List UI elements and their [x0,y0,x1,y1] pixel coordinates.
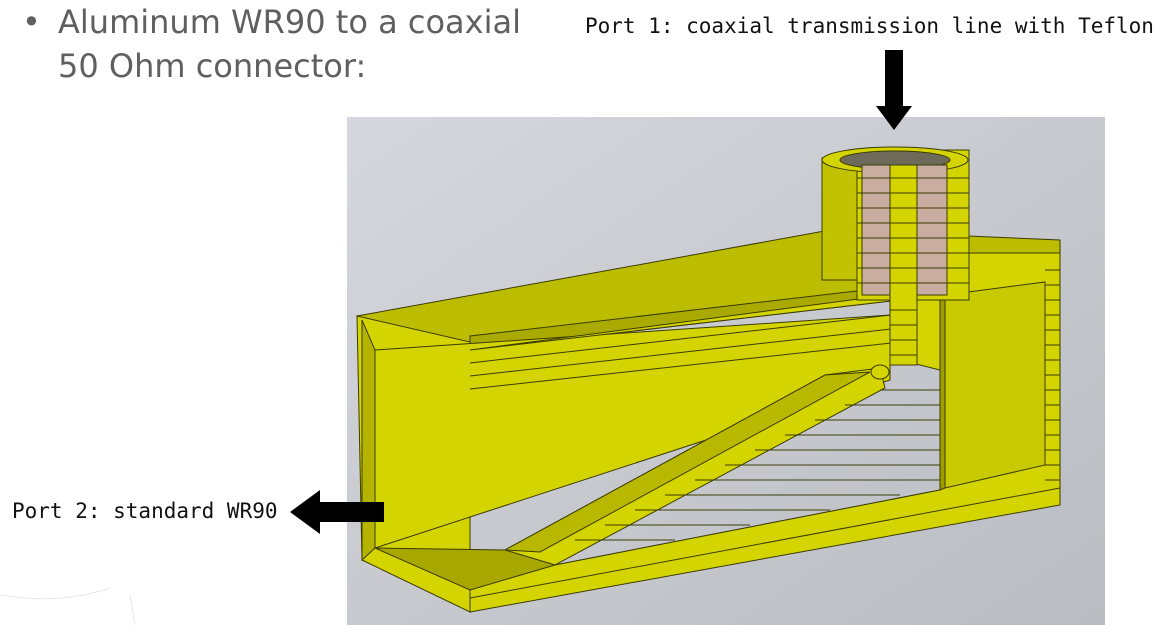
right-cavity [944,281,1046,489]
bullet-line-2: 50 Ohm connector: [58,47,367,85]
port1-label: Port 1: coaxial transmission line with T… [585,14,1154,38]
coax-center-pin [889,164,918,366]
bullet-line-1: Aluminum WR90 to a coaxial [58,3,521,41]
right-cavity-back [939,293,946,491]
teflon-right [916,164,948,296]
port2-arrow-icon [290,490,384,534]
faint-decoration [0,587,136,625]
port2-label: Port 2: standard WR90 [12,499,278,523]
pin-foot [870,364,890,380]
port1-arrow-icon [876,50,912,130]
coax-hatching [857,177,969,356]
ridge-ramp-top [503,371,871,553]
bullet-dot: • [22,3,41,41]
teflon-left [861,164,891,296]
waveguide-transition-figure [0,50,1105,625]
section-hatching [469,269,1061,599]
coax-outer-left [821,157,858,281]
left-opening-rim [361,319,376,562]
